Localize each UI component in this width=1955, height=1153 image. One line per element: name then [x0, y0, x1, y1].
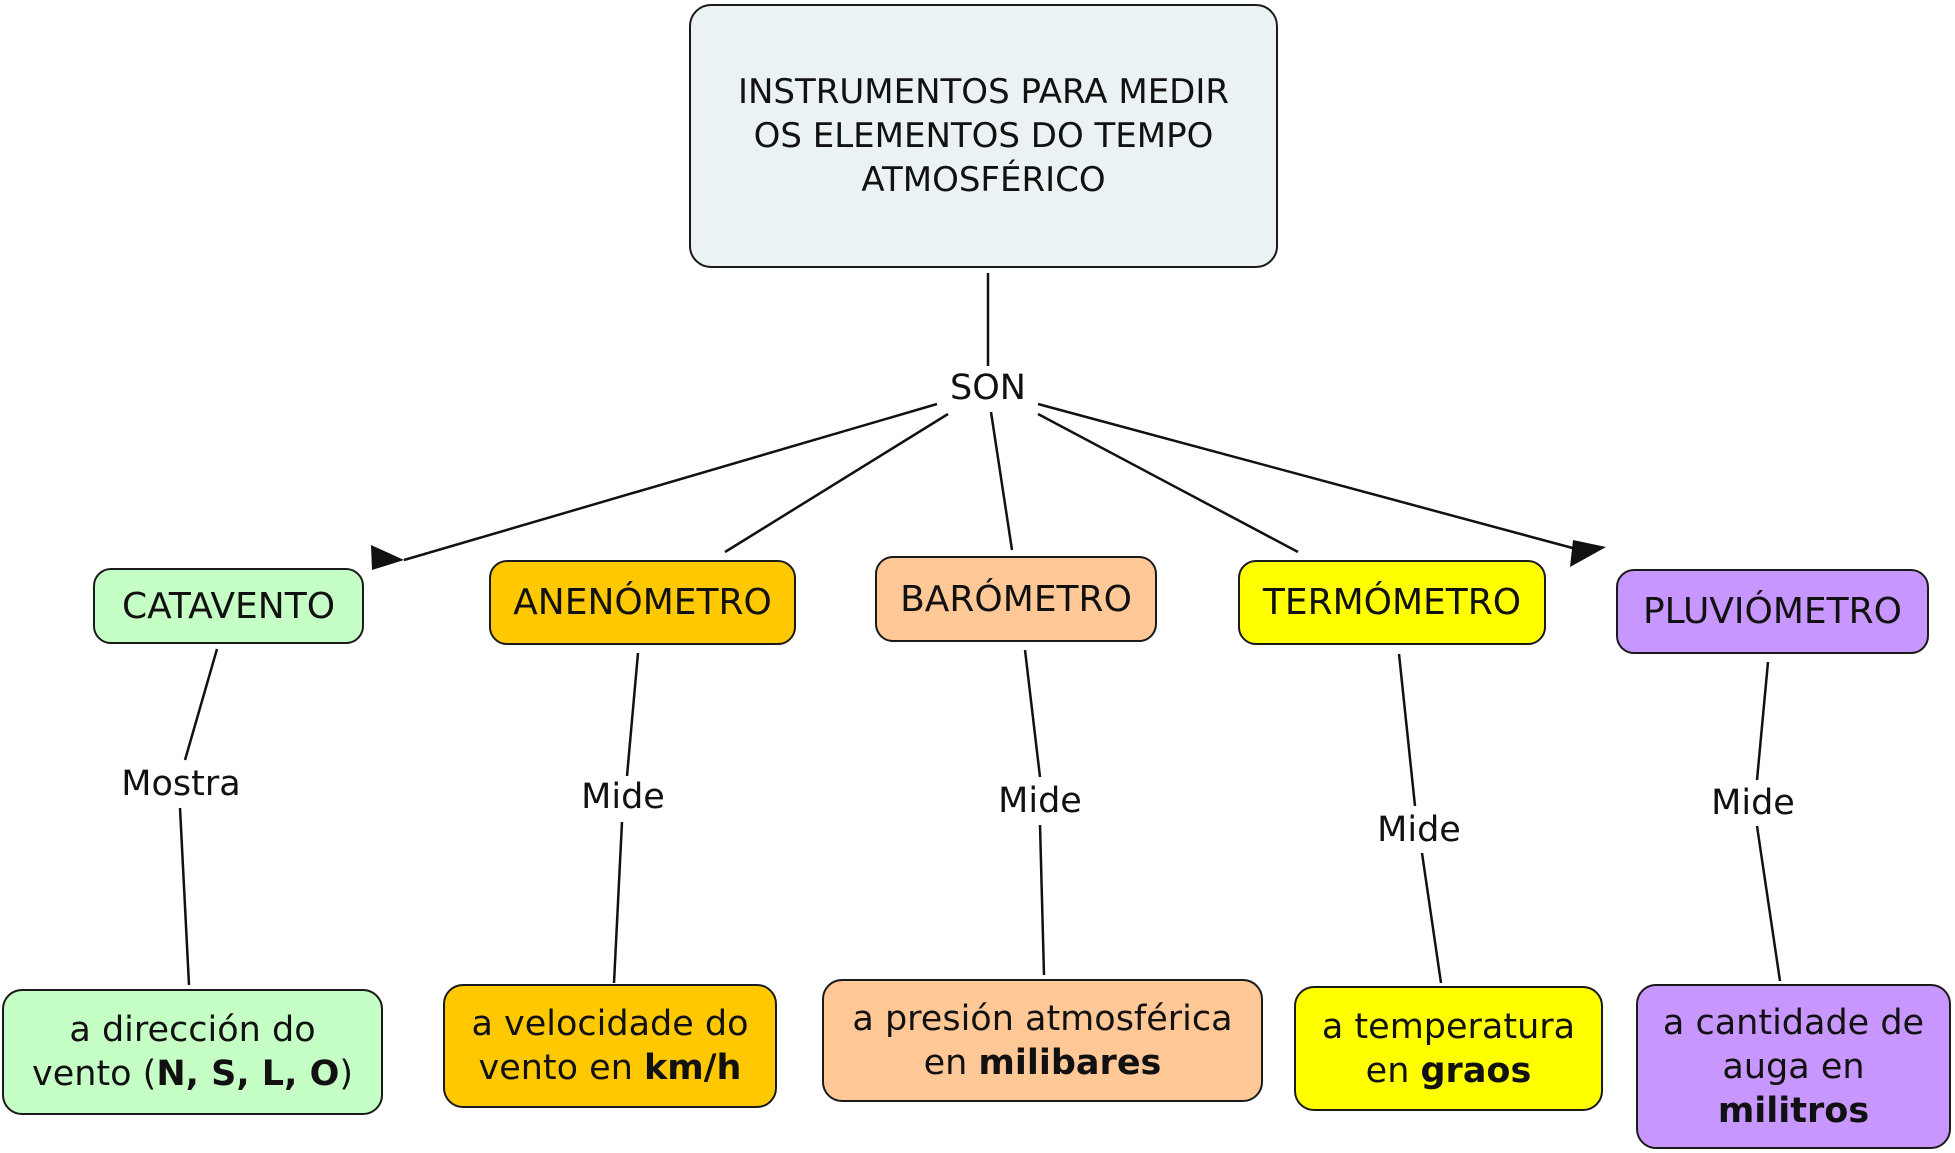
line-link-barometro-desc — [1038, 824, 1046, 976]
desc-line-1: a presión atmosférica — [852, 998, 1233, 1039]
desc-line-2: auga en — [1722, 1046, 1865, 1087]
line-link-termometro-desc — [1420, 852, 1443, 984]
desc-bold-text: km/h — [644, 1048, 742, 1088]
son-link-label: SON — [946, 368, 1030, 408]
line-barometro-link — [1023, 649, 1042, 778]
desc-catavento: a dirección do vento (N, S, L, O) — [2, 989, 383, 1115]
line-son-anenometro — [724, 412, 949, 554]
root-line-2: OS ELEMENTOS DO TEMPO — [753, 116, 1214, 156]
link-label-anenometro: Mide — [577, 777, 669, 817]
line-link-anenometro-desc — [612, 821, 624, 984]
instrument-pluviometro: PLUVIÓMETRO — [1616, 569, 1929, 654]
line-son-termometro — [1037, 412, 1299, 554]
line-termometro-link — [1397, 653, 1417, 807]
root-line-3: ATMOSFÉRICO — [861, 160, 1106, 200]
line-son-catavento — [403, 402, 938, 562]
instrument-label: BARÓMETRO — [900, 578, 1132, 620]
root-line-1: INSTRUMENTOS PARA MEDIR — [737, 72, 1230, 112]
instrument-label: TERMÓMETRO — [1262, 582, 1522, 623]
arrowhead-catavento-solid — [371, 545, 404, 570]
instrument-anenometro: ANENÓMETRO — [489, 560, 796, 645]
root-concept-box: INSTRUMENTOS PARA MEDIR OS ELEMENTOS DO … — [689, 4, 1278, 268]
link-label-pluviometro: Mide — [1707, 783, 1799, 823]
desc-bold-text: N, S, L, O — [156, 1054, 340, 1094]
line-link-catavento-desc — [178, 807, 191, 986]
desc-termometro: a temperatura en graos — [1294, 986, 1603, 1111]
desc-anenometro: a velocidade do vento en km/h — [443, 984, 777, 1108]
link-label-barometro: Mide — [994, 781, 1086, 821]
desc-bold-text: graos — [1420, 1050, 1532, 1091]
desc-pluviometro: a cantidade de auga en militros — [1636, 984, 1951, 1149]
desc-line-2: vento (N, S, L, O) — [31, 1054, 353, 1094]
desc-line-3: militros — [1663, 1089, 1924, 1133]
instrument-label: CATAVENTO — [121, 585, 336, 627]
desc-line-1: a dirección do — [69, 1010, 316, 1050]
line-son-barometro — [989, 411, 1014, 551]
instrument-termometro: TERMÓMETRO — [1238, 560, 1546, 645]
instrument-catavento: CATAVENTO — [93, 568, 364, 644]
instrument-label: PLUVIÓMETRO — [1642, 591, 1903, 632]
instrument-barometro: BARÓMETRO — [875, 556, 1157, 642]
desc-line-2: en milibares — [923, 1042, 1162, 1083]
line-pluviometro-link — [1755, 661, 1770, 781]
arrowhead-pluviometro-solid — [1570, 540, 1606, 567]
desc-bold-text: militros — [1717, 1090, 1870, 1131]
desc-line-2: vento en km/h — [478, 1048, 742, 1088]
link-label-catavento: Mostra — [117, 764, 245, 804]
line-catavento-link — [183, 648, 219, 761]
line-anenometro-link — [625, 652, 640, 777]
desc-line-1: a cantidade de — [1662, 1002, 1925, 1043]
desc-line-1: a temperatura — [1321, 1006, 1576, 1047]
line-son-pluviometro — [1037, 402, 1581, 552]
desc-bold-text: milibares — [978, 1042, 1162, 1083]
desc-line-1: a velocidade do — [471, 1004, 749, 1044]
instrument-label: ANENÓMETRO — [513, 582, 772, 623]
desc-line-2: en graos — [1365, 1050, 1532, 1091]
link-label-termometro: Mide — [1373, 810, 1465, 850]
desc-barometro: a presión atmosférica en milibares — [822, 979, 1263, 1102]
line-link-pluviometro-desc — [1755, 825, 1782, 982]
